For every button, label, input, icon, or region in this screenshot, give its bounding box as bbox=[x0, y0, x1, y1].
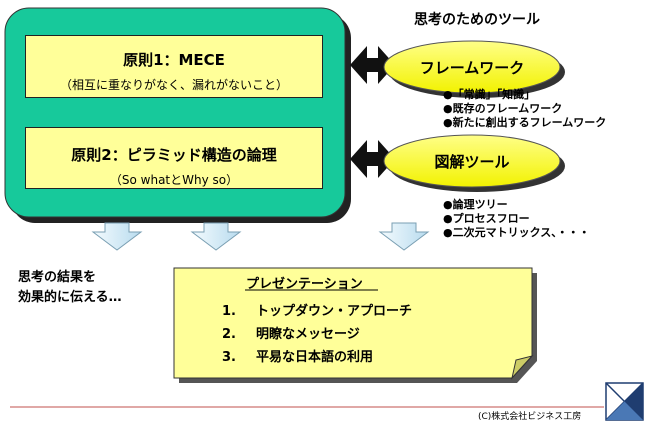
diagram-tools-label: 図解ツール bbox=[434, 153, 510, 171]
list-item: 3. 平易な日本語の利用 bbox=[222, 346, 412, 369]
result-text-line-1: 思考の結果を bbox=[18, 270, 97, 285]
presentation-title: プレゼンテーション bbox=[246, 277, 363, 292]
down-arrow-1 bbox=[91, 222, 143, 251]
list-item: 1. トップダウン・アプローチ bbox=[222, 300, 412, 323]
framework-label: フレームワーク bbox=[419, 59, 525, 77]
principle-2-box: 原則2：ピラミッド構造の論理 （So whatとWhy so） bbox=[25, 127, 323, 189]
copyright-text: (C)株式会社ビジネス工房 bbox=[478, 412, 582, 422]
item-text: 平易な日本語の利用 bbox=[256, 350, 374, 365]
down-arrow-3 bbox=[378, 222, 430, 251]
list-item: 2. 明瞭なメッセージ bbox=[222, 323, 412, 346]
item-number: 1. bbox=[222, 304, 236, 319]
principle-1-box: 原則1：MECE （相互に重なりがなく、漏れがないこと） bbox=[25, 35, 323, 98]
list-item: 論理ツリー bbox=[443, 198, 590, 212]
item-text: 明瞭なメッセージ bbox=[256, 327, 360, 342]
item-number: 2. bbox=[222, 327, 236, 342]
item-number: 3. bbox=[222, 350, 236, 365]
down-arrow-2 bbox=[190, 222, 242, 251]
item-text: トップダウン・アプローチ bbox=[256, 304, 413, 319]
list-item: プロセスフロー bbox=[443, 212, 590, 226]
link-arrow-diagram-tools bbox=[350, 140, 395, 178]
presentation-note-fold bbox=[511, 355, 534, 380]
list-item: 二次元マトリックス、・・・ bbox=[443, 226, 590, 240]
principle-2-subtitle: （So whatとWhy so） bbox=[109, 173, 239, 187]
diagram-tools-ellipse bbox=[383, 134, 561, 188]
company-logo bbox=[605, 382, 644, 421]
tools-title: 思考のためのツール bbox=[414, 12, 540, 28]
result-text: 思考の結果を 効果的に伝える… bbox=[18, 268, 122, 308]
list-item: 新たに創出するフレームワーク bbox=[443, 116, 607, 130]
principle-1-title: 原則1：MECE bbox=[123, 51, 225, 69]
framework-items: 「常識」「知識」 既存のフレームワーク 新たに創出するフレームワーク bbox=[443, 88, 607, 130]
principle-1-subtitle: （相互に重なりがなく、漏れがないこと） bbox=[59, 78, 288, 92]
presentation-items: 1. トップダウン・アプローチ 2. 明瞭なメッセージ 3. 平易な日本語の利用 bbox=[222, 300, 412, 369]
list-item: 「常識」「知識」 bbox=[443, 88, 606, 102]
diagram-tools-items: 論理ツリー プロセスフロー 二次元マトリックス、・・・ bbox=[443, 198, 590, 240]
link-arrow-framework bbox=[350, 46, 395, 84]
principle-2-title: 原則2：ピラミッド構造の論理 bbox=[71, 146, 277, 164]
list-item: 既存のフレームワーク bbox=[443, 102, 606, 116]
result-text-line-2: 効果的に伝える… bbox=[18, 290, 122, 305]
